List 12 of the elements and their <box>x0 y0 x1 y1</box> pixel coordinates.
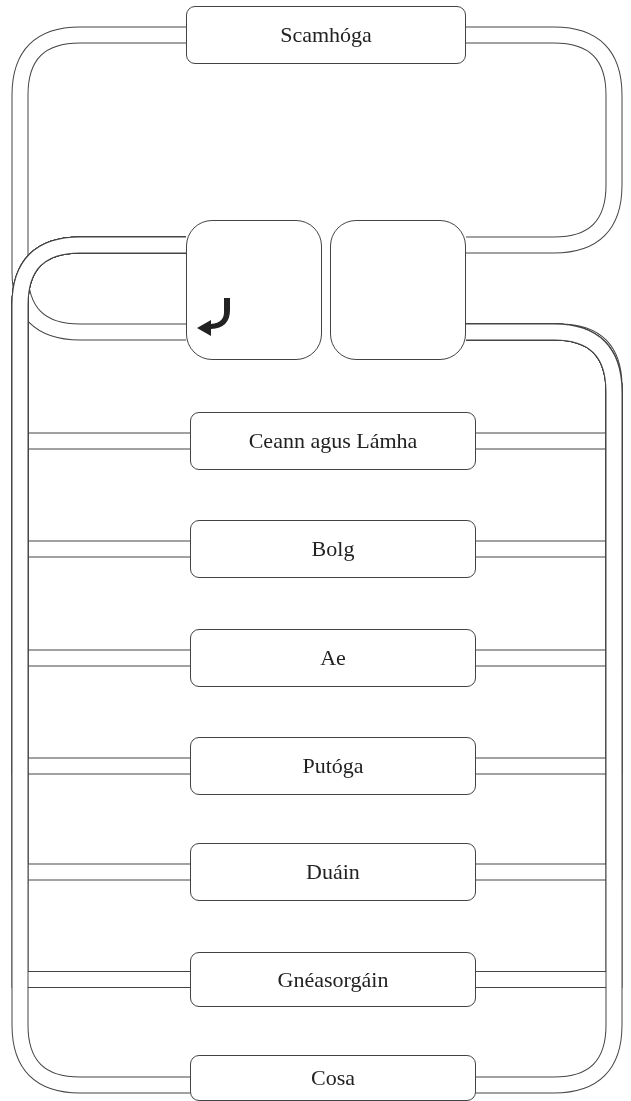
organ-box: Bolg <box>190 520 476 578</box>
organ-box: Putóga <box>190 737 476 795</box>
organ-box: Ae <box>190 629 476 687</box>
organ-box: Duáin <box>190 843 476 901</box>
organ-box: Ceann agus Lámha <box>190 412 476 470</box>
heart-chamber <box>186 220 322 360</box>
blood-vessel <box>466 26 623 254</box>
organ-box: Cosa <box>190 1055 476 1101</box>
organ-box: Gnéasorgáin <box>190 952 476 1007</box>
heart-chamber <box>330 220 466 360</box>
blood-vessel <box>11 26 186 341</box>
organ-box: Scamhóga <box>186 6 466 64</box>
